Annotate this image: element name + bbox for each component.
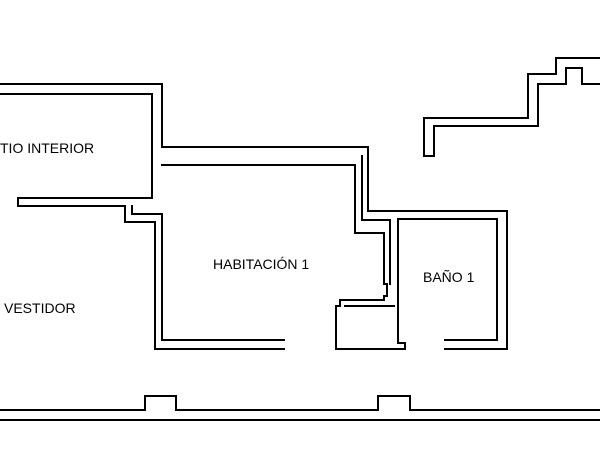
- wall-staircase-inner: [433, 67, 600, 157]
- room-label-vestidor: VESTIDOR: [4, 300, 76, 316]
- wall-corridor-stub: [124, 205, 285, 350]
- wall-bano: [397, 218, 498, 344]
- room-label-patio-interior: TIO INTERIOR: [0, 140, 94, 156]
- room-label-bano-1: BAÑO 1: [423, 269, 475, 285]
- wall-patio-inner: [0, 93, 153, 207]
- wall-corridor-top-inner: [361, 155, 391, 227]
- wall-corridor-stub-inner: [131, 205, 285, 341]
- wall-bottom-outer: [0, 395, 600, 411]
- wall-habitacion-top: [161, 164, 381, 234]
- wall-habitacion-right: [335, 232, 406, 350]
- wall-corridor-top: [367, 146, 508, 350]
- wall-bano-door-jamb: [397, 342, 406, 350]
- room-label-habitacion-1: HABITACIÓN 1: [213, 256, 309, 272]
- wall-patio-outer: [0, 83, 369, 148]
- wall-habitacion-right-inner: [344, 225, 395, 307]
- wall-staircase-outer: [423, 57, 600, 157]
